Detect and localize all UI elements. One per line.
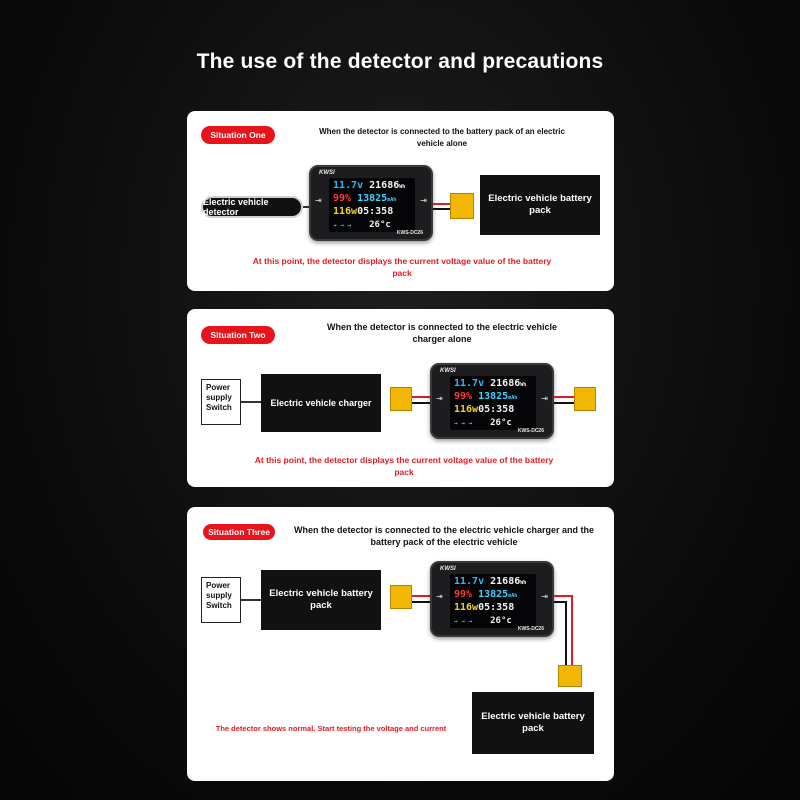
detector-device: KWSI ⇥ 11.7v 21686Wh 99% 13825mAh 116w05… bbox=[430, 561, 554, 637]
input-arrow-icon: ⇥ bbox=[315, 196, 322, 205]
situation-three-heading: When the detector is connected to the el… bbox=[293, 525, 595, 547]
time-reading: 05:358 bbox=[478, 404, 515, 415]
situation-two-note: At this point, the detector displays the… bbox=[254, 455, 554, 477]
capacity-reading: 13825 bbox=[478, 589, 509, 600]
energy-unit: Wh bbox=[520, 382, 527, 388]
capacity-reading: 13825 bbox=[478, 391, 509, 402]
red-wire bbox=[433, 203, 451, 205]
device-model: KWS-DC26 bbox=[396, 230, 423, 236]
xt60-plug bbox=[390, 387, 412, 411]
energy-reading: 21686 bbox=[490, 378, 521, 389]
output-arrow-icon: ⇥ bbox=[420, 196, 427, 205]
status-arrows-icon: → → → bbox=[454, 618, 473, 625]
power-reading: 116w bbox=[454, 602, 479, 613]
wire bbox=[241, 401, 262, 403]
situation-three-note: The detector shows normal. Start testing… bbox=[215, 724, 447, 733]
wire bbox=[303, 206, 311, 208]
situation-one-heading: When the detector is connected to the ba… bbox=[319, 127, 565, 148]
power-supply-switch: Power supply Switch bbox=[201, 379, 241, 425]
situation-two-heading: When the detector is connected to the el… bbox=[326, 322, 558, 344]
output-arrow-icon: ⇥ bbox=[541, 394, 548, 403]
black-wire bbox=[412, 402, 432, 404]
battery-pack-box: Electric vehicle battery pack bbox=[261, 570, 381, 630]
red-wire bbox=[412, 396, 432, 398]
wire bbox=[241, 599, 262, 601]
energy-reading: 21686 bbox=[369, 180, 400, 191]
xt60-plug bbox=[450, 193, 474, 219]
device-brand: KWSI bbox=[319, 170, 335, 176]
black-wire bbox=[412, 601, 432, 603]
time-reading: 05:358 bbox=[478, 602, 515, 613]
page-title: The use of the detector and precautions bbox=[196, 50, 604, 73]
situation-two-badge: Situation Two bbox=[201, 326, 275, 344]
black-wire bbox=[565, 601, 567, 667]
situation-one-note: At this point, the detector displays the… bbox=[252, 256, 552, 278]
device-screen: 11.7v 21686Wh 99% 13825mAh 116w05:358 → … bbox=[329, 178, 415, 232]
device-model: KWS-DC26 bbox=[517, 626, 544, 632]
output-arrow-icon: ⇥ bbox=[541, 592, 548, 601]
percent-reading: 99% bbox=[333, 193, 352, 204]
voltage-reading: 11.7v bbox=[333, 180, 364, 191]
xt60-plug bbox=[390, 585, 412, 609]
device-brand: KWSI bbox=[440, 368, 456, 374]
temperature-reading: 26°c bbox=[369, 220, 391, 230]
situation-three-panel: Situation Three When the detector is con… bbox=[187, 507, 614, 781]
black-wire bbox=[554, 601, 566, 603]
time-reading: 05:358 bbox=[357, 206, 394, 217]
device-model: KWS-DC26 bbox=[517, 428, 544, 434]
situation-one-badge: Situation One bbox=[201, 126, 275, 144]
capacity-unit: mAh bbox=[387, 197, 397, 203]
capacity-unit: mAh bbox=[508, 593, 518, 599]
temperature-reading: 26°c bbox=[490, 616, 512, 626]
xt60-plug bbox=[558, 665, 582, 687]
energy-unit: Wh bbox=[399, 184, 406, 190]
detector-label-pill: Electric vehicle detector bbox=[201, 196, 303, 218]
red-wire bbox=[554, 595, 572, 597]
energy-reading: 21686 bbox=[490, 576, 521, 587]
input-arrow-icon: ⇥ bbox=[436, 592, 443, 601]
detector-device: KWSI ⇥ 11.7v 21686Wh 99% 13825mAh 116w05… bbox=[309, 165, 433, 241]
power-supply-switch: Power supply Switch bbox=[201, 577, 241, 623]
percent-reading: 99% bbox=[454, 589, 473, 600]
bottom-battery-pack-box: Electric vehicle battery pack bbox=[472, 692, 594, 754]
device-screen: 11.7v 21686Wh 99% 13825mAh 116w05:358 → … bbox=[450, 376, 536, 430]
device-brand: KWSI bbox=[440, 566, 456, 572]
red-wire bbox=[412, 595, 432, 597]
black-wire bbox=[554, 402, 574, 404]
battery-pack-box: Electric vehicle battery pack bbox=[480, 175, 600, 235]
situation-one-panel: Situation One When the detector is conne… bbox=[187, 111, 614, 291]
device-screen: 11.7v 21686Wh 99% 13825mAh 116w05:358 → … bbox=[450, 574, 536, 628]
voltage-reading: 11.7v bbox=[454, 576, 485, 587]
situation-three-badge: Situation Three bbox=[203, 524, 275, 540]
power-reading: 116w bbox=[333, 206, 358, 217]
energy-unit: Wh bbox=[520, 580, 527, 586]
temperature-reading: 26°c bbox=[490, 418, 512, 428]
xt60-plug bbox=[574, 387, 596, 411]
red-wire bbox=[554, 396, 574, 398]
percent-reading: 99% bbox=[454, 391, 473, 402]
power-reading: 116w bbox=[454, 404, 479, 415]
situation-two-panel: Situation Two When the detector is conne… bbox=[187, 309, 614, 487]
status-arrows-icon: → → → bbox=[333, 222, 352, 229]
capacity-reading: 13825 bbox=[357, 193, 388, 204]
red-wire bbox=[571, 595, 573, 667]
input-arrow-icon: ⇥ bbox=[436, 394, 443, 403]
charger-box: Electric vehicle charger bbox=[261, 374, 381, 432]
detector-device: KWSI ⇥ 11.7v 21686Wh 99% 13825mAh 116w05… bbox=[430, 363, 554, 439]
capacity-unit: mAh bbox=[508, 395, 518, 401]
black-wire bbox=[433, 208, 451, 210]
status-arrows-icon: → → → bbox=[454, 420, 473, 427]
voltage-reading: 11.7v bbox=[454, 378, 485, 389]
